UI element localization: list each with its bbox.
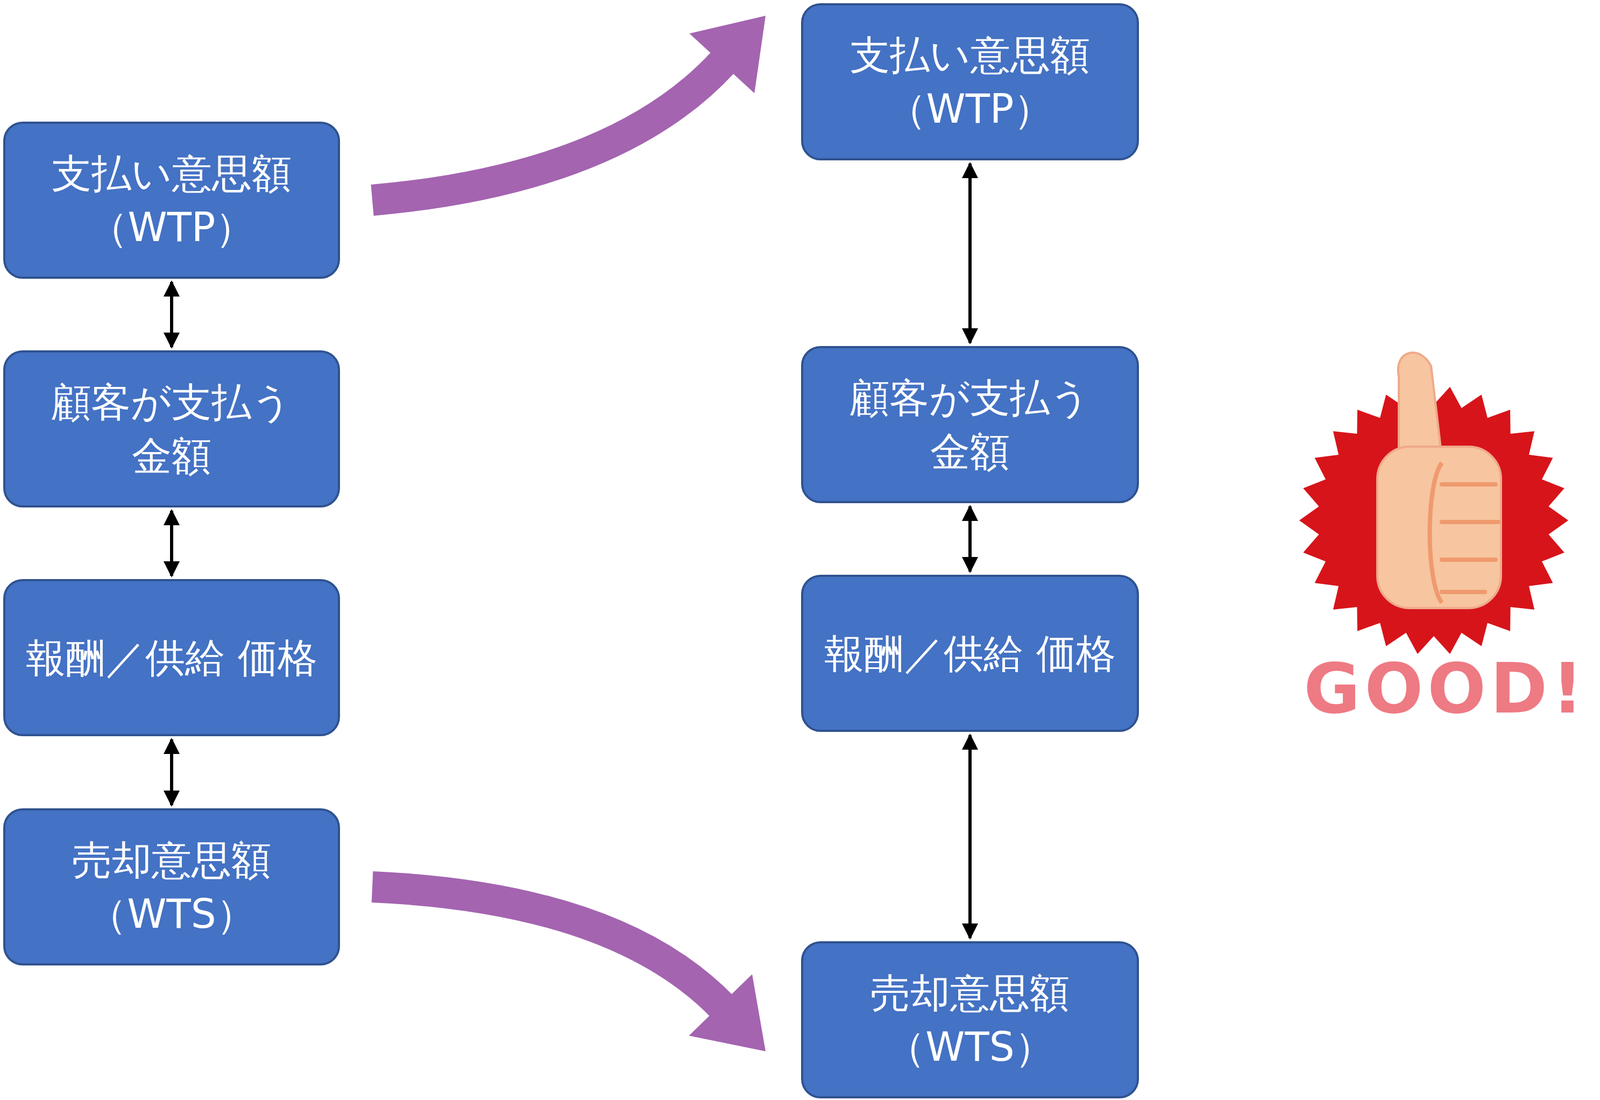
fist (1377, 446, 1502, 608)
process-box: 報酬／供給 価格 (3, 578, 341, 736)
connector (968, 506, 972, 572)
arrow-head (689, 15, 766, 94)
connector (170, 281, 174, 348)
connector (372, 886, 766, 1051)
connector (170, 510, 174, 576)
finger-lines (1441, 484, 1499, 592)
arrow-head (689, 973, 766, 1051)
process-box: 顧客が支払う 金額 (3, 350, 341, 508)
box-label: 売却意思額 （WTS） (821, 965, 1119, 1074)
connector (968, 163, 972, 343)
box-label: 支払い意思額 （WTP） (821, 27, 1119, 136)
box-label: 売却意思額 （WTS） (23, 832, 320, 941)
thumbs-up-illustration (1299, 352, 1569, 654)
box-label: 報酬／供給 価格 (824, 626, 1116, 681)
arrow-shaft (372, 61, 724, 201)
process-box: 報酬／供給 価格 (801, 574, 1139, 732)
box-label: 報酬／供給 価格 (25, 630, 318, 685)
process-box: 支払い意思額 （WTP） (3, 121, 341, 279)
box-label: 顧客が支払う 金額 (23, 374, 320, 483)
process-box: 支払い意思額 （WTP） (801, 3, 1139, 161)
finger-edge (1429, 462, 1443, 603)
process-box: 売却意思額 （WTS） (3, 808, 341, 966)
arrow-shaft (372, 886, 722, 1007)
connector (968, 734, 972, 938)
box-label: 顧客が支払う 金額 (821, 370, 1119, 479)
process-box: 売却意思額 （WTS） (801, 940, 1139, 1099)
good-label: GOOD! (1291, 645, 1600, 732)
box-label: 支払い意思額 （WTP） (23, 146, 320, 254)
connector (170, 739, 174, 805)
process-box: 顧客が支払う 金額 (801, 345, 1139, 504)
connector (372, 15, 766, 201)
